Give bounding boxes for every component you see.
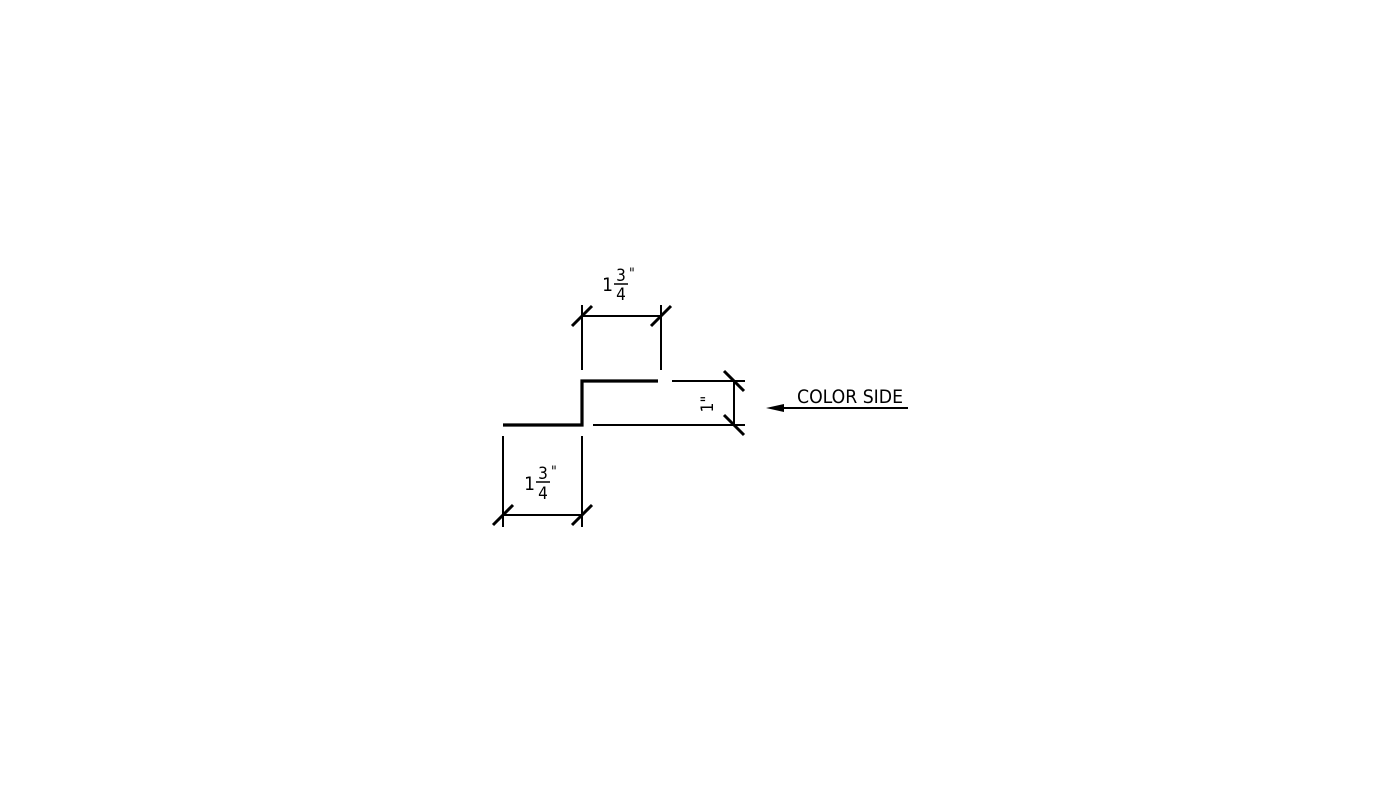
- bottom-dim-numerator: 3: [538, 464, 548, 484]
- bottom-dimension-label: 1 3 4 ": [524, 464, 557, 504]
- height-dimension-label: 1": [698, 396, 718, 413]
- bottom-dim-whole: 1: [524, 473, 535, 495]
- top-dim-unit: ": [629, 266, 635, 282]
- height-dim-value: 1": [698, 396, 718, 413]
- profile-line: [503, 379, 658, 427]
- arrowhead-icon: [766, 404, 784, 412]
- bottom-dim-denominator: 4: [538, 484, 548, 504]
- top-dim-numerator: 3: [616, 266, 626, 286]
- top-dimension-lines: [570, 304, 673, 370]
- top-dimension-label: 1 3 4 ": [602, 266, 635, 305]
- bottom-dim-unit: ": [551, 464, 557, 480]
- top-dim-denominator: 4: [616, 285, 626, 305]
- top-dim-whole: 1: [602, 274, 613, 296]
- color-side-label: COLOR SIDE: [797, 386, 903, 408]
- bottom-dimension-lines: [491, 436, 594, 527]
- height-dimension-lines: [593, 369, 746, 437]
